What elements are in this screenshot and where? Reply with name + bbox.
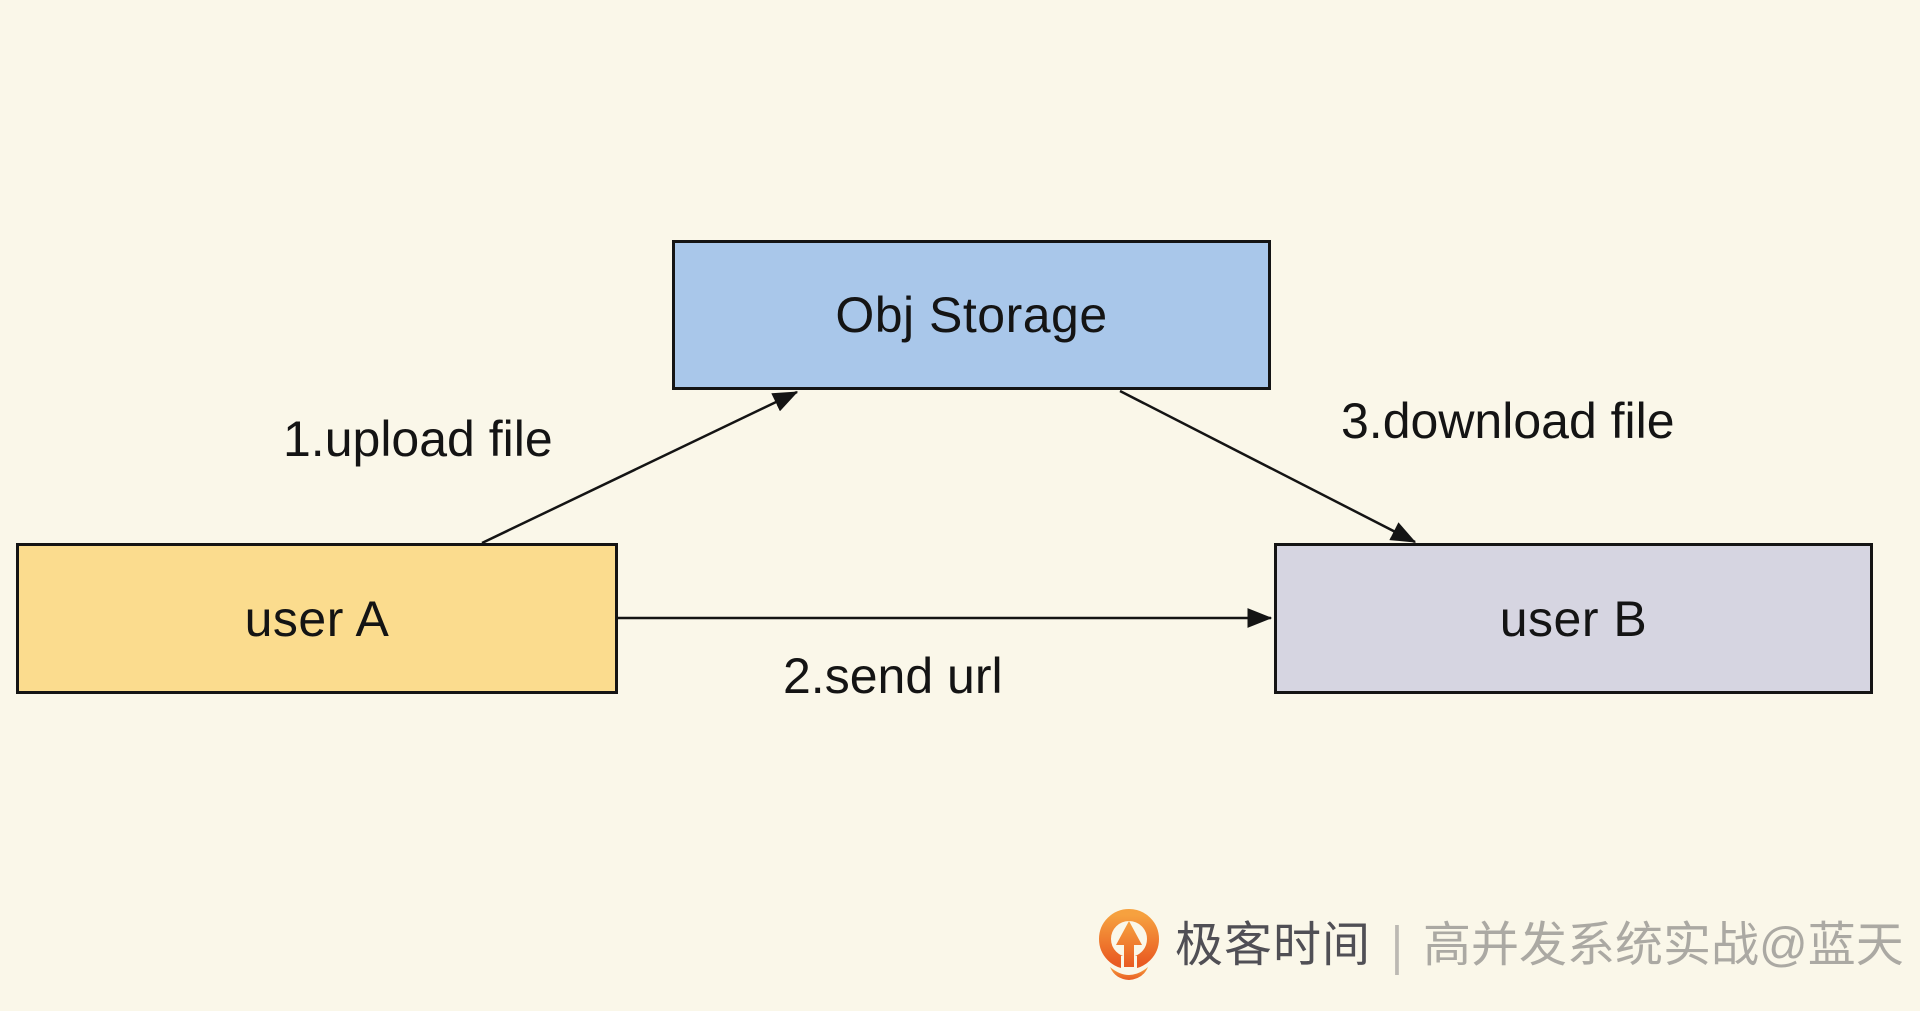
watermark-course: 高并发系统实战@蓝天 — [1423, 919, 1904, 972]
geektime-logo-icon — [1099, 909, 1159, 980]
node-user-a-label: user A — [244, 590, 390, 647]
node-user-b: user B — [1274, 543, 1873, 694]
edge-label-download-file: 3.download file — [1341, 393, 1675, 449]
watermark-divider: | — [1391, 916, 1403, 976]
watermark: 极客时间 | 高并发系统实战@蓝天 — [1098, 908, 1904, 984]
node-obj-storage-label: Obj Storage — [835, 287, 1108, 343]
node-user-a: user A — [16, 543, 618, 694]
edge-label-upload-file: 1.upload file — [283, 411, 553, 467]
edge-label-send-url: 2.send url — [783, 648, 1003, 704]
node-user-b-label: user B — [1499, 590, 1648, 647]
node-obj-storage: Obj Storage — [672, 240, 1271, 390]
watermark-brand: 极客时间 — [1175, 919, 1372, 972]
